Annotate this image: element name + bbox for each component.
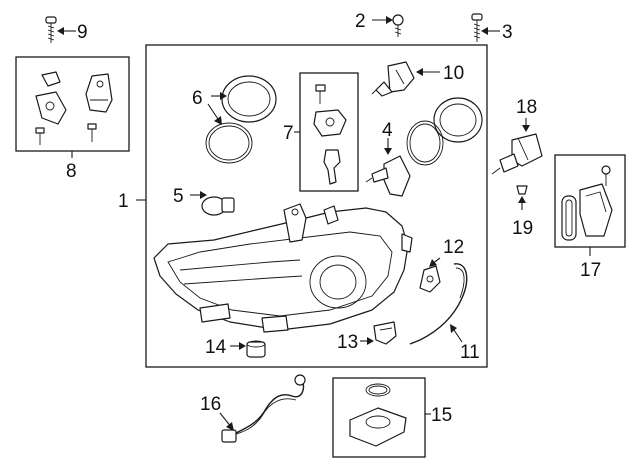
arrow-9: [57, 27, 64, 35]
screw-part-3: [471, 13, 483, 42]
bracket-kit-frame: [15, 56, 130, 152]
arrow-13: [367, 337, 374, 345]
callout-16: 16: [200, 394, 221, 415]
headlamp-assembly-frame: [145, 44, 488, 368]
callout-12: 12: [443, 237, 464, 258]
hid-bulb-part-18: [491, 133, 543, 175]
callout-14: 14: [205, 337, 227, 358]
callout-13: 13: [337, 332, 358, 353]
callout-17: 17: [580, 260, 601, 281]
screw-part-2: [392, 14, 404, 37]
screw-part-9: [45, 16, 57, 43]
ballast-part-15: [349, 383, 407, 447]
callout-1: 1: [118, 191, 129, 212]
callout-10: 10: [443, 63, 464, 84]
arrow-2: [386, 16, 393, 24]
control-module-part-17: [561, 165, 613, 241]
wiring-harness-part-16: [221, 374, 306, 443]
callout-11: 11: [460, 342, 480, 363]
adjuster-part-7: [313, 84, 347, 185]
arrow-11: [450, 324, 457, 333]
cap-part-6: [205, 75, 277, 164]
callout-3: 3: [502, 22, 513, 43]
arrow-6a: [220, 92, 227, 100]
arrow-12: [429, 259, 437, 267]
bracket-part-13: [373, 321, 397, 345]
arrow-6b: [214, 116, 222, 125]
socket-part-4: [365, 155, 411, 197]
arrow-16: [226, 422, 234, 431]
headlamp-housing-part-1: [153, 203, 413, 333]
callout-19: 19: [512, 218, 533, 239]
arrow-3: [481, 27, 488, 35]
callout-18: 18: [516, 97, 537, 118]
callout-8: 8: [66, 161, 77, 182]
arrow-18: [522, 125, 530, 132]
callout-7: 7: [283, 123, 294, 144]
arrow-10: [416, 68, 423, 76]
callout-5: 5: [173, 186, 184, 207]
arrow-4: [384, 148, 392, 155]
seal-part-11: [409, 263, 468, 345]
callout-15: 15: [431, 405, 452, 426]
arrow-5: [200, 191, 207, 199]
clip-part-19: [516, 185, 528, 195]
arrow-14: [239, 342, 246, 350]
bracket-kit-part-8: [35, 71, 113, 145]
ballast-frame: [332, 377, 426, 458]
callout-6: 6: [192, 88, 203, 109]
dust-cap: [406, 97, 483, 166]
bulb-part-10: [371, 61, 415, 97]
arrow-19: [518, 196, 526, 203]
callout-2: 2: [355, 11, 366, 32]
callout-9: 9: [77, 22, 88, 43]
bulb-part-5: [201, 196, 235, 216]
callout-4: 4: [382, 120, 393, 141]
clip-part-12: [419, 265, 441, 293]
grommet-part-14: [246, 340, 266, 358]
